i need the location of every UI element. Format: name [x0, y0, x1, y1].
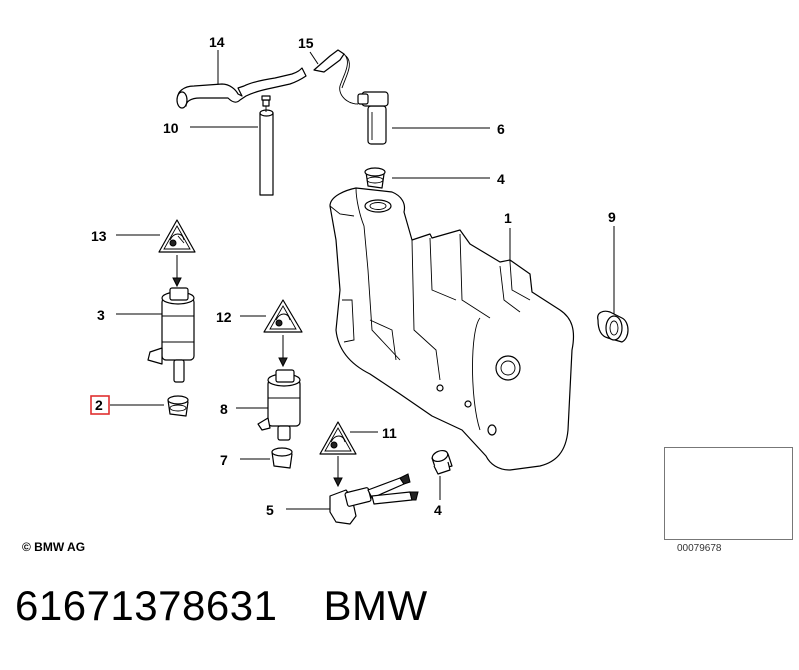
callout-6: 6 [497, 121, 505, 137]
thumbnail-image-id: 00079678 [677, 543, 722, 554]
callout-15: 15 [298, 35, 314, 51]
callout-4-upper: 4 [497, 171, 505, 187]
reservoir-part-1 [329, 187, 575, 471]
part-number-line: 61671378631 BMW [15, 582, 428, 630]
callout-5: 5 [266, 502, 274, 518]
washer-pump-part-8 [257, 369, 301, 441]
level-sensor-part-10 [259, 95, 274, 196]
callout-9: 9 [608, 209, 616, 225]
warning-triangle-part-11 [319, 421, 357, 455]
callout-7: 7 [220, 452, 228, 468]
washer-pump-part-3 [147, 287, 195, 383]
grommet-part-4-lower [431, 449, 453, 475]
callout-8: 8 [220, 401, 228, 417]
callout-14: 14 [209, 34, 225, 50]
callout-3: 3 [97, 307, 105, 323]
warning-triangle-part-13 [158, 219, 196, 253]
brand-name: BMW [323, 582, 428, 629]
grommet-part-2 [167, 395, 189, 417]
callout-12: 12 [216, 309, 232, 325]
highlight-box-2 [90, 395, 110, 415]
thumbnail-frame[interactable] [664, 447, 793, 540]
callout-13: 13 [91, 228, 107, 244]
copyright-notice: © BMW AG [22, 540, 86, 554]
callout-1: 1 [504, 210, 512, 226]
callout-2[interactable]: 2 [95, 397, 103, 413]
grommet-part-7 [271, 447, 293, 469]
elbow-connector-part-5 [329, 473, 419, 525]
warning-triangle-part-12 [263, 299, 303, 333]
grommet-part-4-upper [364, 167, 386, 189]
grommet-part-9 [597, 310, 629, 343]
part-number: 61671378631 [15, 582, 278, 629]
sensor-part-6 [357, 91, 389, 145]
connector-part-15 [313, 49, 359, 105]
callout-10: 10 [163, 120, 179, 136]
callout-11: 11 [382, 425, 397, 441]
callout-4-lower: 4 [434, 502, 442, 518]
hose-part-14 [176, 67, 307, 109]
